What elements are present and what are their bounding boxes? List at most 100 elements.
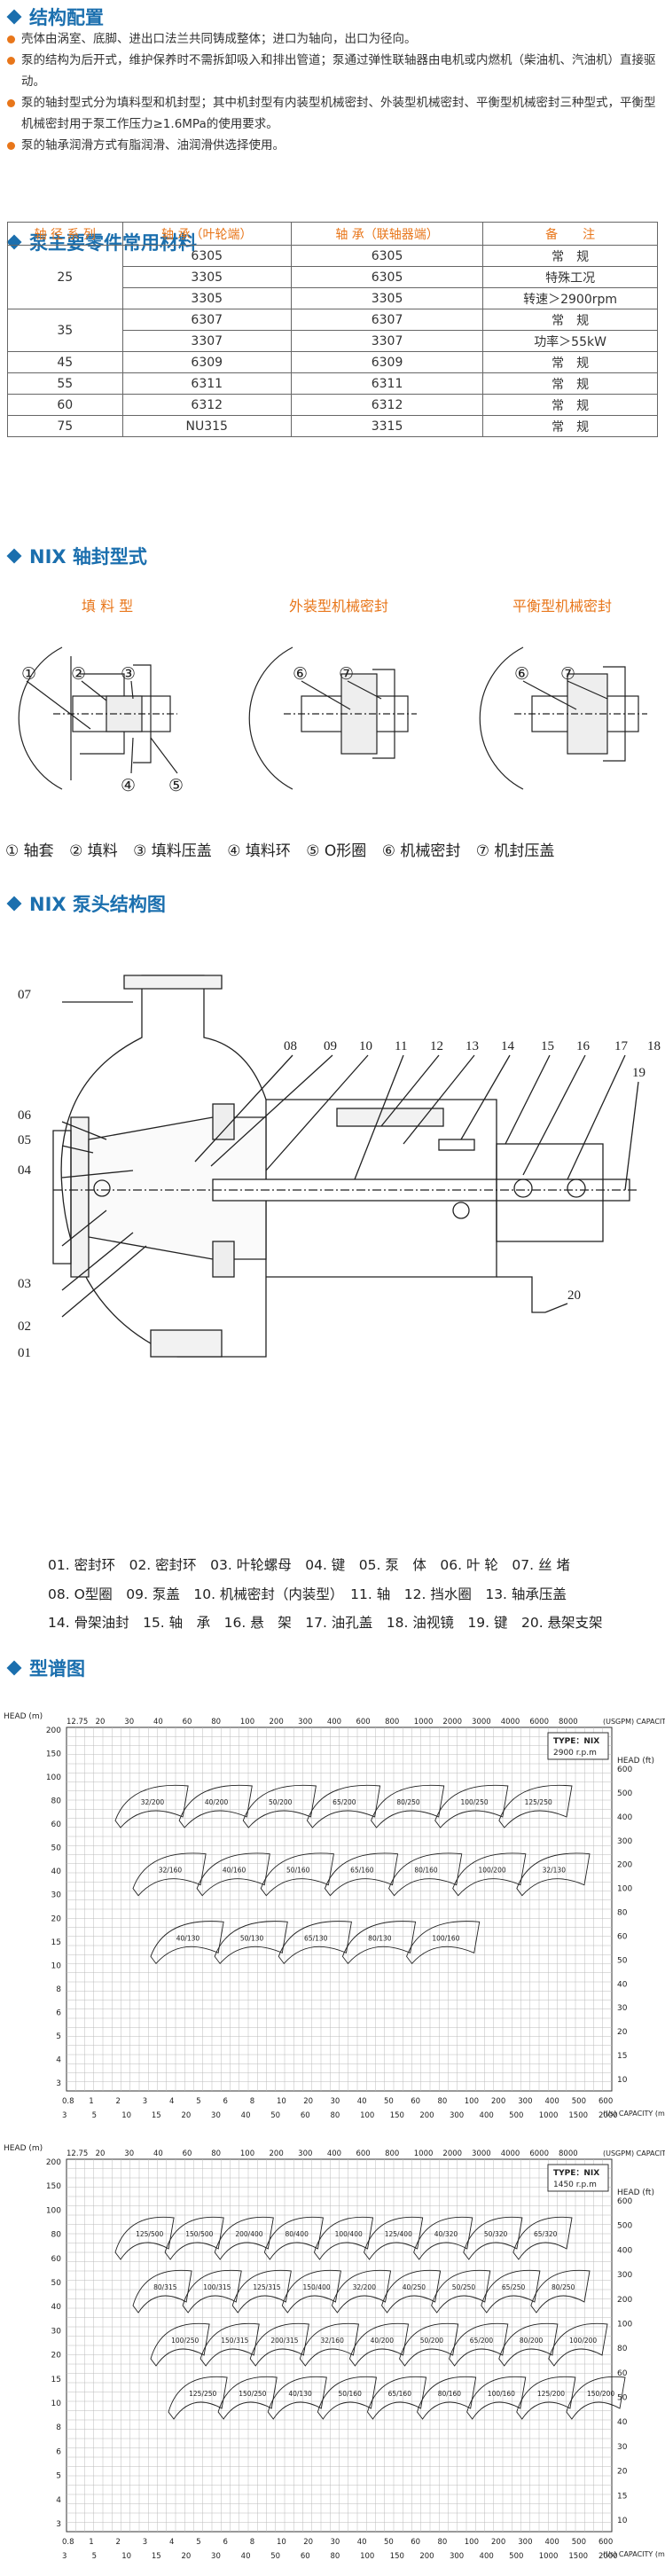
- spectrum-title: 型谱图: [5, 1655, 85, 1681]
- model-label: 65/200: [470, 2337, 494, 2345]
- model-zone: [388, 1852, 463, 1897]
- right-tick-label: 30: [617, 2004, 628, 2013]
- part-number: 10: [359, 1039, 372, 1053]
- bottom-ls-tick-label: 500: [572, 2538, 586, 2547]
- bottom-m3h-tick-label: 40: [241, 2111, 251, 2120]
- model-label: 100/315: [203, 2283, 231, 2291]
- usgpm-label: (USGPM) CAPACITY: [603, 2149, 665, 2157]
- part-number: 17: [614, 1039, 629, 1053]
- table-cell: 6309: [121, 351, 292, 373]
- table-header: 轴 径 系 列: [7, 222, 123, 246]
- pumphead-drawing: 07 06 05 04 03 02 01 08 09 10 11 12 13 1…: [18, 975, 661, 1360]
- model-zone: [498, 2322, 559, 2367]
- usgpm-label: (USGPM) CAPACITY: [603, 1718, 665, 1726]
- model-zone: [150, 2322, 210, 2367]
- bottom-m3h-tick-label: 80: [331, 2111, 340, 2120]
- right-tick-label: 50: [617, 2394, 628, 2403]
- model-zone: [168, 2376, 228, 2420]
- table-row: 3305 6305 特殊工况: [8, 266, 658, 288]
- left-tick-label: 20: [51, 2352, 62, 2361]
- table-cell: 6305: [121, 245, 292, 267]
- callout-5: ⑤: [168, 776, 184, 795]
- top-tick-label: 40: [153, 2149, 163, 2158]
- model-zone: [242, 1784, 317, 1828]
- bottom-ls-tick-label: 80: [438, 2097, 448, 2106]
- model-zone: [178, 1784, 253, 1828]
- table-cell: NU315: [121, 415, 292, 437]
- left-tick-label: 200: [46, 2158, 61, 2167]
- part-number: 15: [541, 1039, 554, 1053]
- part-number: 08: [284, 1039, 297, 1053]
- model-zone: [281, 2269, 341, 2314]
- bottom-ls-tick-label: 400: [545, 2097, 559, 2106]
- bottom-m3h-tick-label: 150: [390, 2552, 404, 2561]
- bottom-m3h-tick-label: 20: [181, 2111, 191, 2120]
- bottom-m3h-tick-label: 400: [480, 2552, 494, 2561]
- model-label: 80/250: [396, 1798, 420, 1806]
- bottom-ls-tick-label: 50: [384, 2538, 394, 2547]
- table-cell: 常 规: [482, 309, 658, 331]
- left-tick-label: 4: [56, 2055, 61, 2064]
- left-tick-label: 15: [51, 2376, 61, 2384]
- table-cell: 6312: [290, 394, 484, 416]
- model-zone: [449, 2322, 509, 2367]
- bottom-ls-tick-label: 60: [411, 2097, 420, 2106]
- table-row: 35 6307 6307 常 规: [7, 309, 658, 352]
- model-label: 100/400: [335, 2230, 363, 2238]
- model-zone: [434, 1784, 509, 1828]
- top-tick-label: 1000: [414, 2149, 434, 2158]
- table-row: 45 6309 6309 常 规: [7, 351, 658, 373]
- type-box-speed: 1450 r.p.m: [553, 2181, 597, 2189]
- right-tick-label: 300: [617, 2271, 632, 2280]
- bottom-m3h-tick-label: 2000: [598, 2111, 618, 2120]
- left-tick-label: 30: [51, 1891, 62, 1900]
- model-zone: [481, 2269, 541, 2314]
- bottom-ls-tick-label: 500: [572, 2097, 586, 2106]
- model-label: 65/160: [350, 1867, 374, 1875]
- right-tick-label: 200: [617, 2296, 632, 2305]
- model-label: 50/200: [420, 2337, 444, 2345]
- top-tick-label: 12.75: [66, 1718, 88, 1726]
- model-zone: [278, 1921, 352, 1965]
- model-zone: [150, 1921, 224, 1965]
- table-cell: 55: [7, 372, 123, 395]
- bottom-m3h-tick-label: 20: [181, 2552, 191, 2561]
- callout-4: ④: [121, 776, 136, 795]
- top-tick-label: 40: [153, 1718, 163, 1726]
- bottom-m3h-tick-label: 500: [509, 2111, 523, 2120]
- model-zone: [324, 1852, 399, 1897]
- right-tick-label: 80: [617, 2345, 628, 2353]
- table-row: 25 6305 6305 常 规: [7, 245, 658, 309]
- table-cell: 常 规: [482, 372, 658, 395]
- model-label: 100/160: [488, 2390, 515, 2398]
- right-tick-label: 10: [617, 2517, 628, 2525]
- top-tick-label: 12.75: [66, 2149, 88, 2158]
- bottom-m3h-tick-label: 1500: [568, 2552, 588, 2561]
- top-tick-label: 30: [124, 1718, 134, 1726]
- model-zone: [399, 2322, 459, 2367]
- left-tick-label: 5: [56, 2472, 61, 2481]
- top-tick-label: 2000: [442, 2149, 462, 2158]
- table-row: 60 6312 6312 常 规: [7, 394, 658, 416]
- model-label: 150/315: [221, 2337, 248, 2345]
- top-tick-label: 1000: [414, 1718, 434, 1726]
- bottom-m3h-tick-label: 60: [301, 2111, 310, 2120]
- callout-1: ①: [21, 664, 36, 684]
- table-cell: 3305: [121, 287, 292, 309]
- top-tick-label: 200: [270, 2149, 284, 2158]
- model-label: 200/400: [235, 2230, 262, 2238]
- table-cell: 特殊工况: [482, 266, 658, 288]
- seal-type-outer: 外装型机械密封: [289, 598, 389, 615]
- model-label: 40/200: [205, 1798, 229, 1806]
- bottom-m3h-tick-label: 2000: [598, 2552, 618, 2561]
- table-header: 轴 承（叶轮端）: [121, 222, 292, 246]
- bullet-item: 壳体由涡室、底脚、进出口法兰共同铸成整体；进口为轴向，出口为径向。: [7, 28, 660, 50]
- table-cell: 6312: [121, 394, 292, 416]
- table-cell: 60: [7, 394, 123, 416]
- table-cell: 6309: [290, 351, 484, 373]
- top-tick-label: 800: [385, 1718, 399, 1726]
- seal-drawings: ① ② ③ ④ ⑤ ⑥ ⑦ ⑥ ⑦: [18, 646, 647, 795]
- bottom-ls-tick-label: 20: [303, 2097, 313, 2106]
- model-label: 65/250: [502, 2283, 526, 2291]
- model-label: 40/320: [434, 2230, 458, 2238]
